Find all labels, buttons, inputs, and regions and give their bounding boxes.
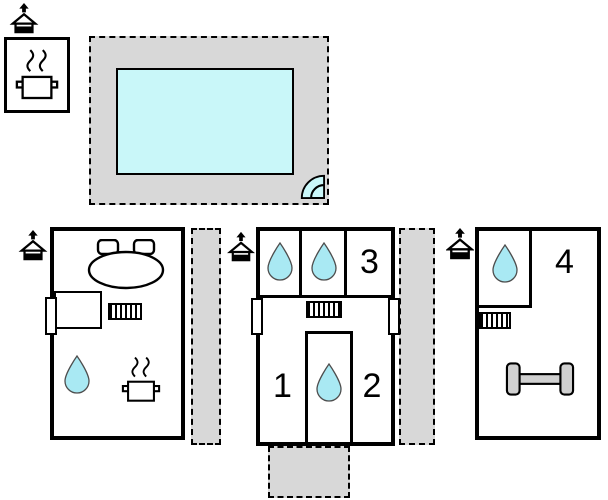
house-level-icon-right-building bbox=[446, 227, 474, 260]
radiator-icon bbox=[306, 301, 342, 318]
outbuilding-kitchen bbox=[4, 37, 70, 113]
house-level-icon-left-building bbox=[17, 229, 49, 261]
building-left bbox=[50, 227, 185, 440]
house-level-icon-middle-building bbox=[227, 231, 255, 262]
interior-wall bbox=[260, 295, 391, 298]
interior-wall bbox=[529, 231, 532, 308]
swimming-pool bbox=[116, 68, 294, 175]
interior-wall bbox=[305, 331, 353, 334]
water-drop-icon bbox=[490, 244, 520, 284]
water-drop-icon bbox=[62, 355, 92, 395]
water-drop-icon bbox=[314, 363, 344, 403]
interior-wall bbox=[305, 331, 308, 442]
corner-fan-icon bbox=[299, 173, 325, 199]
door-left-building bbox=[45, 297, 57, 335]
dining-table-icon bbox=[86, 239, 166, 291]
interior-wall bbox=[479, 305, 532, 308]
water-drop-icon bbox=[309, 242, 339, 282]
radiator-icon bbox=[479, 312, 511, 329]
door-middle-building-left bbox=[251, 298, 263, 335]
house-level-icon-outbuilding bbox=[8, 2, 40, 34]
terrace-bottom bbox=[268, 446, 350, 498]
cooking-pot-icon bbox=[14, 46, 60, 104]
radiator-icon bbox=[108, 303, 142, 320]
cabinet bbox=[54, 291, 102, 329]
building-middle: 3 1 2 bbox=[256, 227, 395, 446]
room-4-label: 4 bbox=[555, 243, 574, 281]
interior-wall bbox=[350, 331, 353, 442]
door-middle-building-right bbox=[388, 298, 400, 335]
interior-wall bbox=[299, 231, 302, 297]
terrace-strip-right bbox=[399, 228, 435, 445]
room-2-label: 2 bbox=[362, 367, 382, 405]
interior-wall bbox=[344, 231, 347, 297]
water-drop-icon bbox=[265, 242, 295, 282]
terrace-strip-left bbox=[191, 228, 221, 445]
room-3-label: 3 bbox=[360, 243, 379, 281]
room-1-label: 1 bbox=[273, 367, 292, 405]
dumbbell-icon bbox=[505, 361, 575, 397]
building-right: 4 bbox=[475, 227, 601, 440]
pool-terrace bbox=[89, 36, 329, 205]
cooking-pot-icon bbox=[118, 355, 164, 405]
